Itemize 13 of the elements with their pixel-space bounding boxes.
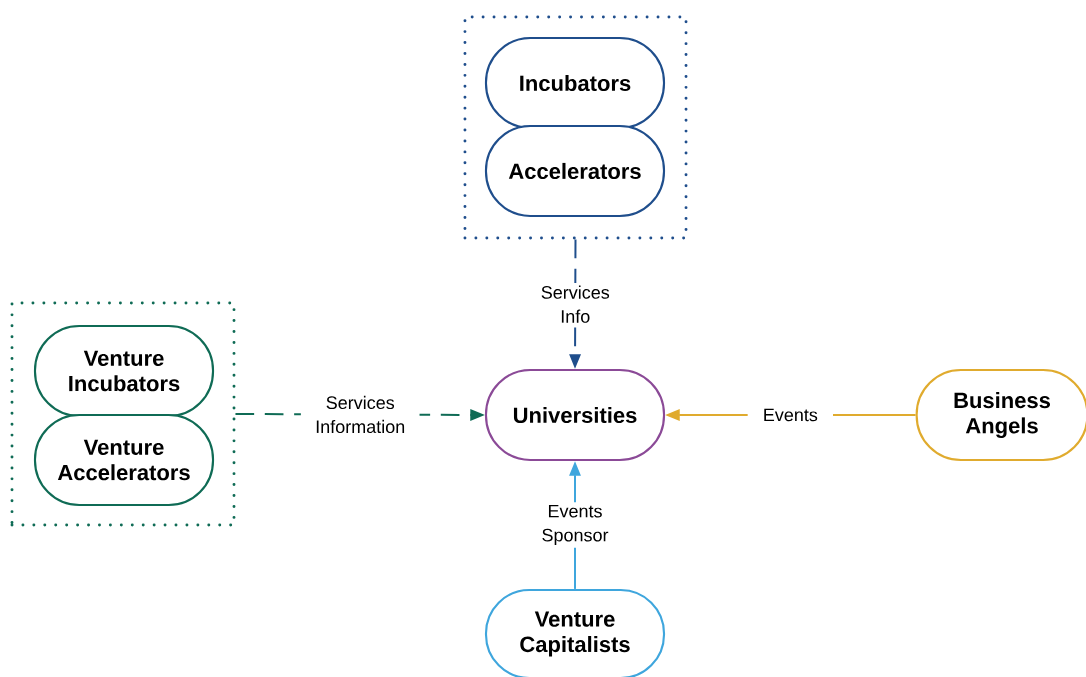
edge-label: Services Information <box>300 393 420 436</box>
rounded-box: Venture Capitalists <box>484 588 666 677</box>
rounded-box: Incubators <box>484 36 666 130</box>
rounded-box: Accelerators <box>484 124 666 218</box>
edge-label: Events <box>747 406 833 424</box>
rounded-box: Business Angels <box>915 368 1086 462</box>
edge-label: Events Sponsor <box>531 502 619 548</box>
dotted-group-frame <box>10 301 236 527</box>
dotted-group-frame <box>463 15 688 240</box>
rounded-box: Venture Accelerators <box>33 413 215 507</box>
edge-label: Services Info <box>531 282 620 326</box>
rounded-box: Venture Incubators <box>33 324 215 418</box>
rounded-box: Universities <box>484 368 666 462</box>
